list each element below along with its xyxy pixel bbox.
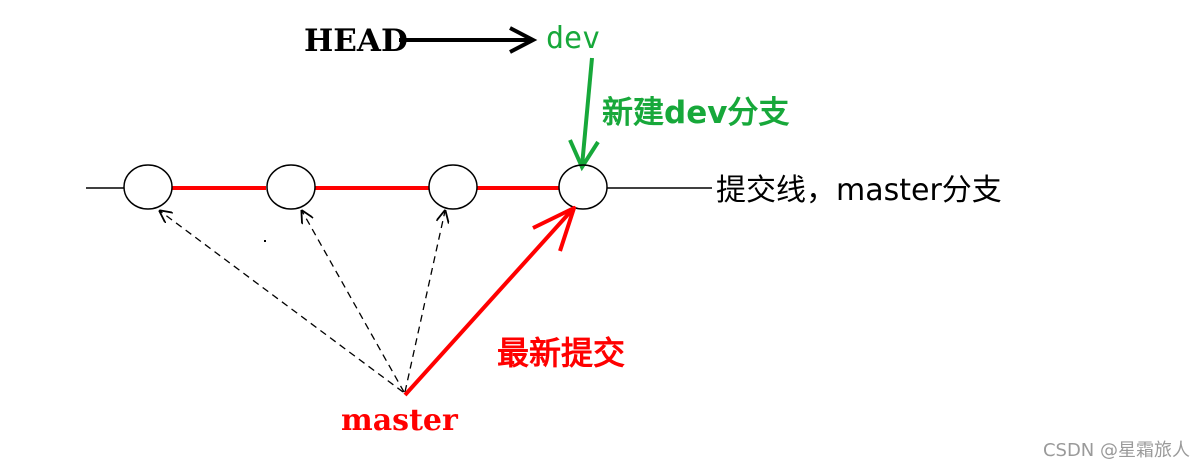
history-pointer-3	[404, 211, 445, 393]
latest-commit-label: 最新提交	[497, 334, 625, 372]
history-pointer-1	[160, 211, 404, 393]
dev-label: dev	[546, 21, 600, 56]
watermark: CSDN @星霜旅人	[1043, 440, 1190, 461]
commit-line-label: 提交线，master分支	[716, 173, 1002, 208]
commit-node-1	[123, 164, 173, 210]
history-pointer-2	[302, 211, 405, 393]
head-to-dev-arrow-head	[509, 26, 538, 54]
dev-to-commit-arrow-head	[568, 139, 600, 172]
commit-node-4	[558, 164, 608, 210]
master-label: master	[341, 403, 459, 438]
dev-to-commit-arrow-shaft	[580, 57, 594, 167]
stray-dot	[264, 240, 266, 242]
master-to-latest-arrow-head	[532, 206, 576, 252]
commit-node-3	[428, 164, 478, 210]
new-dev-branch-label: 新建dev分支	[602, 95, 789, 131]
head-label: HEAD	[304, 23, 408, 59]
commit-node-2	[266, 164, 316, 210]
master-to-latest-arrow-shaft	[403, 208, 574, 397]
